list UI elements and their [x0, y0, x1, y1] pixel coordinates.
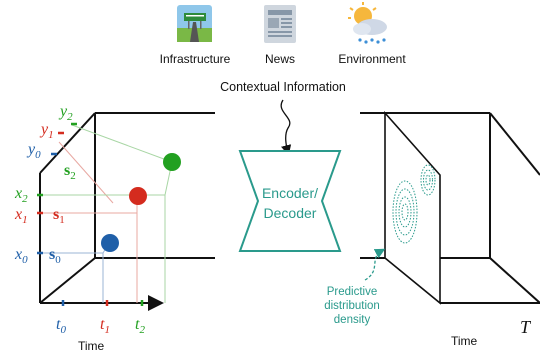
newspaper-icon [264, 5, 296, 43]
decoder-label: Decoder [264, 205, 317, 221]
x2-label: x2 [14, 185, 28, 205]
annotation-distribution: distribution [324, 300, 380, 312]
point-s1 [129, 187, 147, 205]
s0-label: s0 [49, 246, 61, 266]
environment-label: Environment [338, 52, 406, 66]
infrastructure-label: Infrastructure [160, 52, 231, 66]
s1-label: s1 [53, 206, 65, 226]
annotation-density: density [334, 314, 371, 326]
y1-label: y1 [39, 121, 54, 141]
weather-icon [348, 2, 387, 44]
t1-label: t1 [100, 316, 110, 336]
encoder-decoder-block [238, 150, 342, 252]
density-annotation-arrow [364, 248, 386, 281]
t2-label: t2 [135, 316, 145, 336]
prediction-slice-plane [384, 110, 441, 305]
point-s0 [101, 234, 119, 252]
density-contours-small [420, 164, 436, 196]
right-time-axis-label: Time [451, 334, 478, 348]
encoder-label: Encoder/ [262, 185, 318, 201]
y0-label: y0 [26, 141, 41, 161]
news-label: News [265, 52, 295, 66]
context-arrow [280, 99, 292, 156]
density-contours-large [392, 180, 418, 244]
t0-label: t0 [56, 316, 66, 336]
contextual-information-title: Contextual Information [220, 80, 346, 94]
point-s2 [163, 153, 181, 171]
annotation-predictive: Predictive [327, 286, 378, 298]
point-1-guides [40, 141, 138, 303]
point-2-guides [40, 124, 173, 303]
s2-label: s2 [64, 162, 76, 182]
left-time-axis-label: Time [78, 339, 105, 353]
y2-label: y2 [58, 103, 73, 123]
highway-sign-icon [177, 5, 212, 42]
left-3d-plot [39, 112, 215, 304]
x1-label: x1 [14, 206, 28, 226]
x0-label: x0 [14, 246, 28, 266]
end-time-label: T [520, 317, 532, 337]
